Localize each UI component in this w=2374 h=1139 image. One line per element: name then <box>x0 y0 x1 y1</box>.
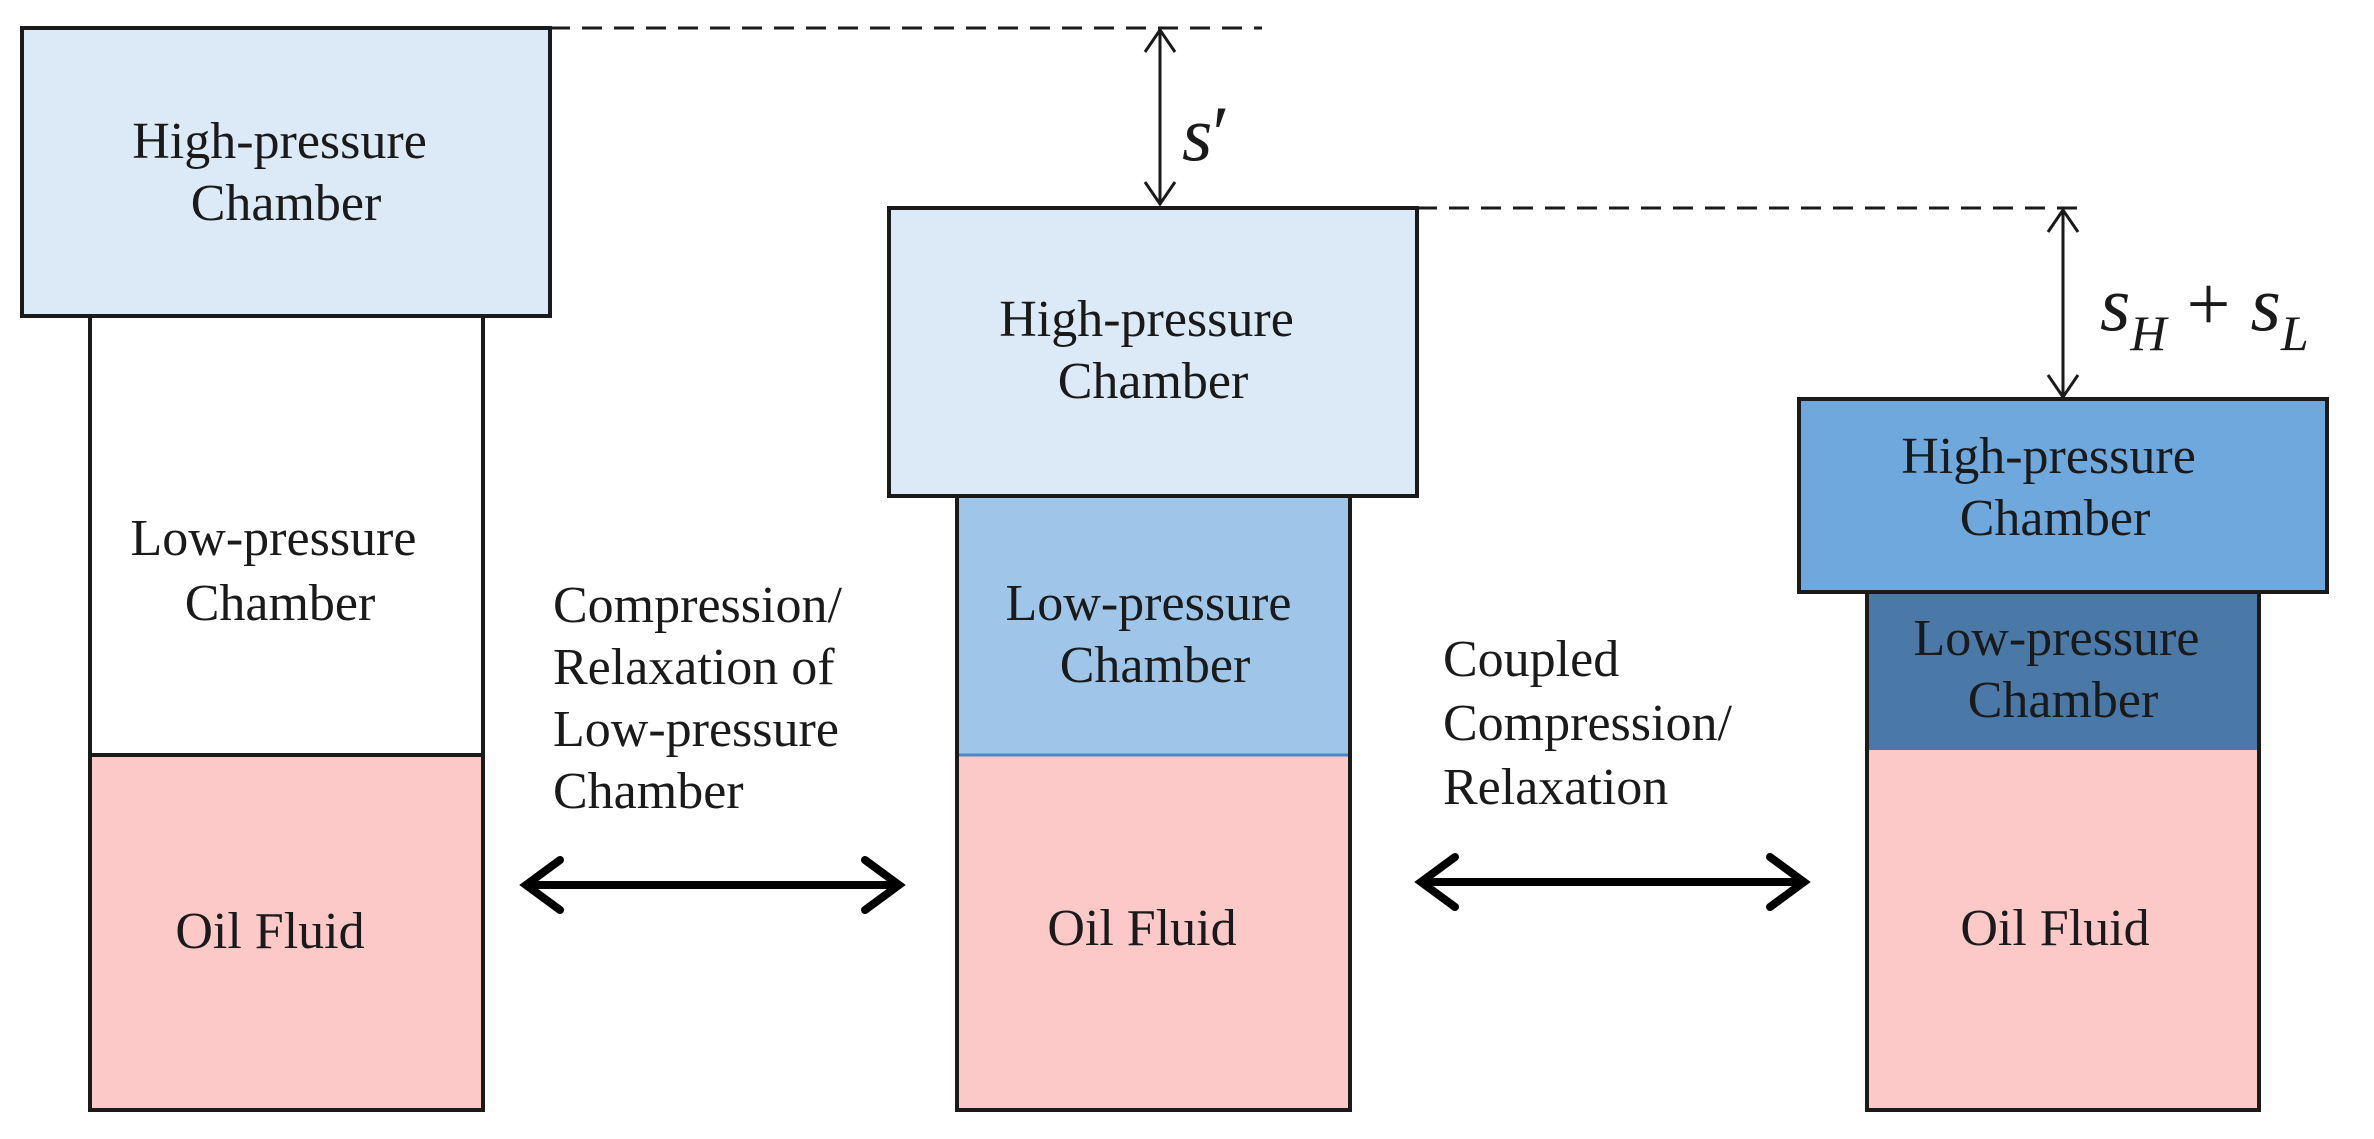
transition-1-double-arrow-icon <box>519 856 906 914</box>
state-2-oil-label: Oil Fluid <box>1047 900 1236 957</box>
dimension-s-prime: s′ <box>1143 27 1229 207</box>
state-2-oil-fluid <box>957 755 1350 1110</box>
transition-2: Coupled Compression/ Relaxation <box>1414 631 1811 911</box>
state-3-high-label: High-pressure Chamber <box>1901 428 2209 547</box>
state-1-low-label: Low-pressure Chamber <box>131 510 430 632</box>
state-3-low-label: Low-pressure Chamber <box>1914 610 2213 729</box>
state-3-high-pressure-chamber <box>1797 397 2329 594</box>
state-1-oil-fluid <box>88 753 485 1112</box>
transition-1: Compression/ Relaxation of Low-pressure … <box>519 577 906 914</box>
state-1-oil-label: Oil Fluid <box>175 903 364 960</box>
dimension-sh-plus-sl: sH+sL <box>2046 207 2309 400</box>
state-3-oil-label: Oil Fluid <box>1960 900 2149 957</box>
state-3-low-pressure-chamber <box>1867 592 2259 750</box>
transition-1-label: Compression/ Relaxation of Low-pressure … <box>553 577 855 820</box>
transition-2-label: Coupled Compression/ Relaxation <box>1443 631 1745 816</box>
sh-plus-sl-label: sH+sL <box>2100 260 2309 361</box>
state-2-low-label: Low-pressure Chamber <box>1006 575 1305 694</box>
state-3: High-pressure Chamber Low-pressure Chamb… <box>1797 397 2329 1112</box>
state-1-high-label: High-pressure Chamber <box>132 113 440 232</box>
state-2-high-pressure-chamber <box>887 206 1419 498</box>
s-prime-label: s′ <box>1182 90 1229 177</box>
state-1: High-pressure Chamber Low-pressure Chamb… <box>20 26 552 1112</box>
state-2-high-label: High-pressure Chamber <box>999 291 1307 410</box>
state-1-high-pressure-chamber <box>20 26 552 318</box>
state-2: High-pressure Chamber Low-pressure Chamb… <box>887 206 1419 1112</box>
transition-2-double-arrow-icon <box>1414 853 1811 911</box>
state-3-oil-fluid <box>1867 750 2259 1110</box>
state-2-low-pressure-chamber <box>957 496 1350 755</box>
